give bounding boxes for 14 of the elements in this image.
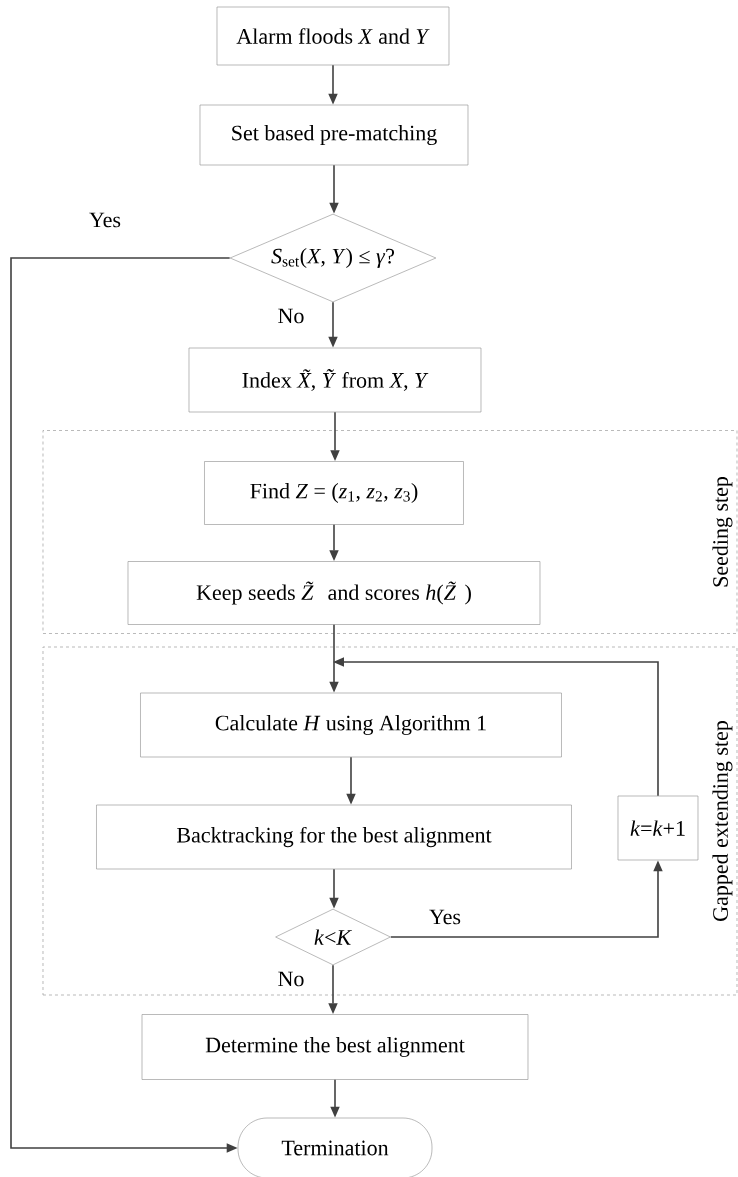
process-box: Index X̃, Ỹ from X, Y bbox=[188, 347, 482, 413]
process-box: k=k+1 bbox=[617, 795, 699, 861]
edge-label: Yes bbox=[88, 211, 122, 229]
process-box: Alarm floods X and Y bbox=[216, 6, 450, 66]
process-box: Calculate H using Algorithm 1 bbox=[140, 692, 562, 758]
process-box: Find Z = (z$_{1}$, z$_{2}$, z$_{3}$) bbox=[204, 461, 464, 525]
edge-label: Yes bbox=[428, 908, 462, 926]
edge-label: No bbox=[276, 970, 306, 988]
edge-label: No bbox=[276, 307, 306, 325]
process-box: Keep seeds Z̃ and scores h(Z̃) bbox=[127, 561, 541, 625]
process-box: Set based pre-matching bbox=[199, 104, 469, 166]
process-box: Determine the best alignment bbox=[141, 1014, 529, 1080]
process-box: Backtracking for the best alignment bbox=[96, 804, 572, 870]
terminator: Termination bbox=[237, 1117, 433, 1177]
